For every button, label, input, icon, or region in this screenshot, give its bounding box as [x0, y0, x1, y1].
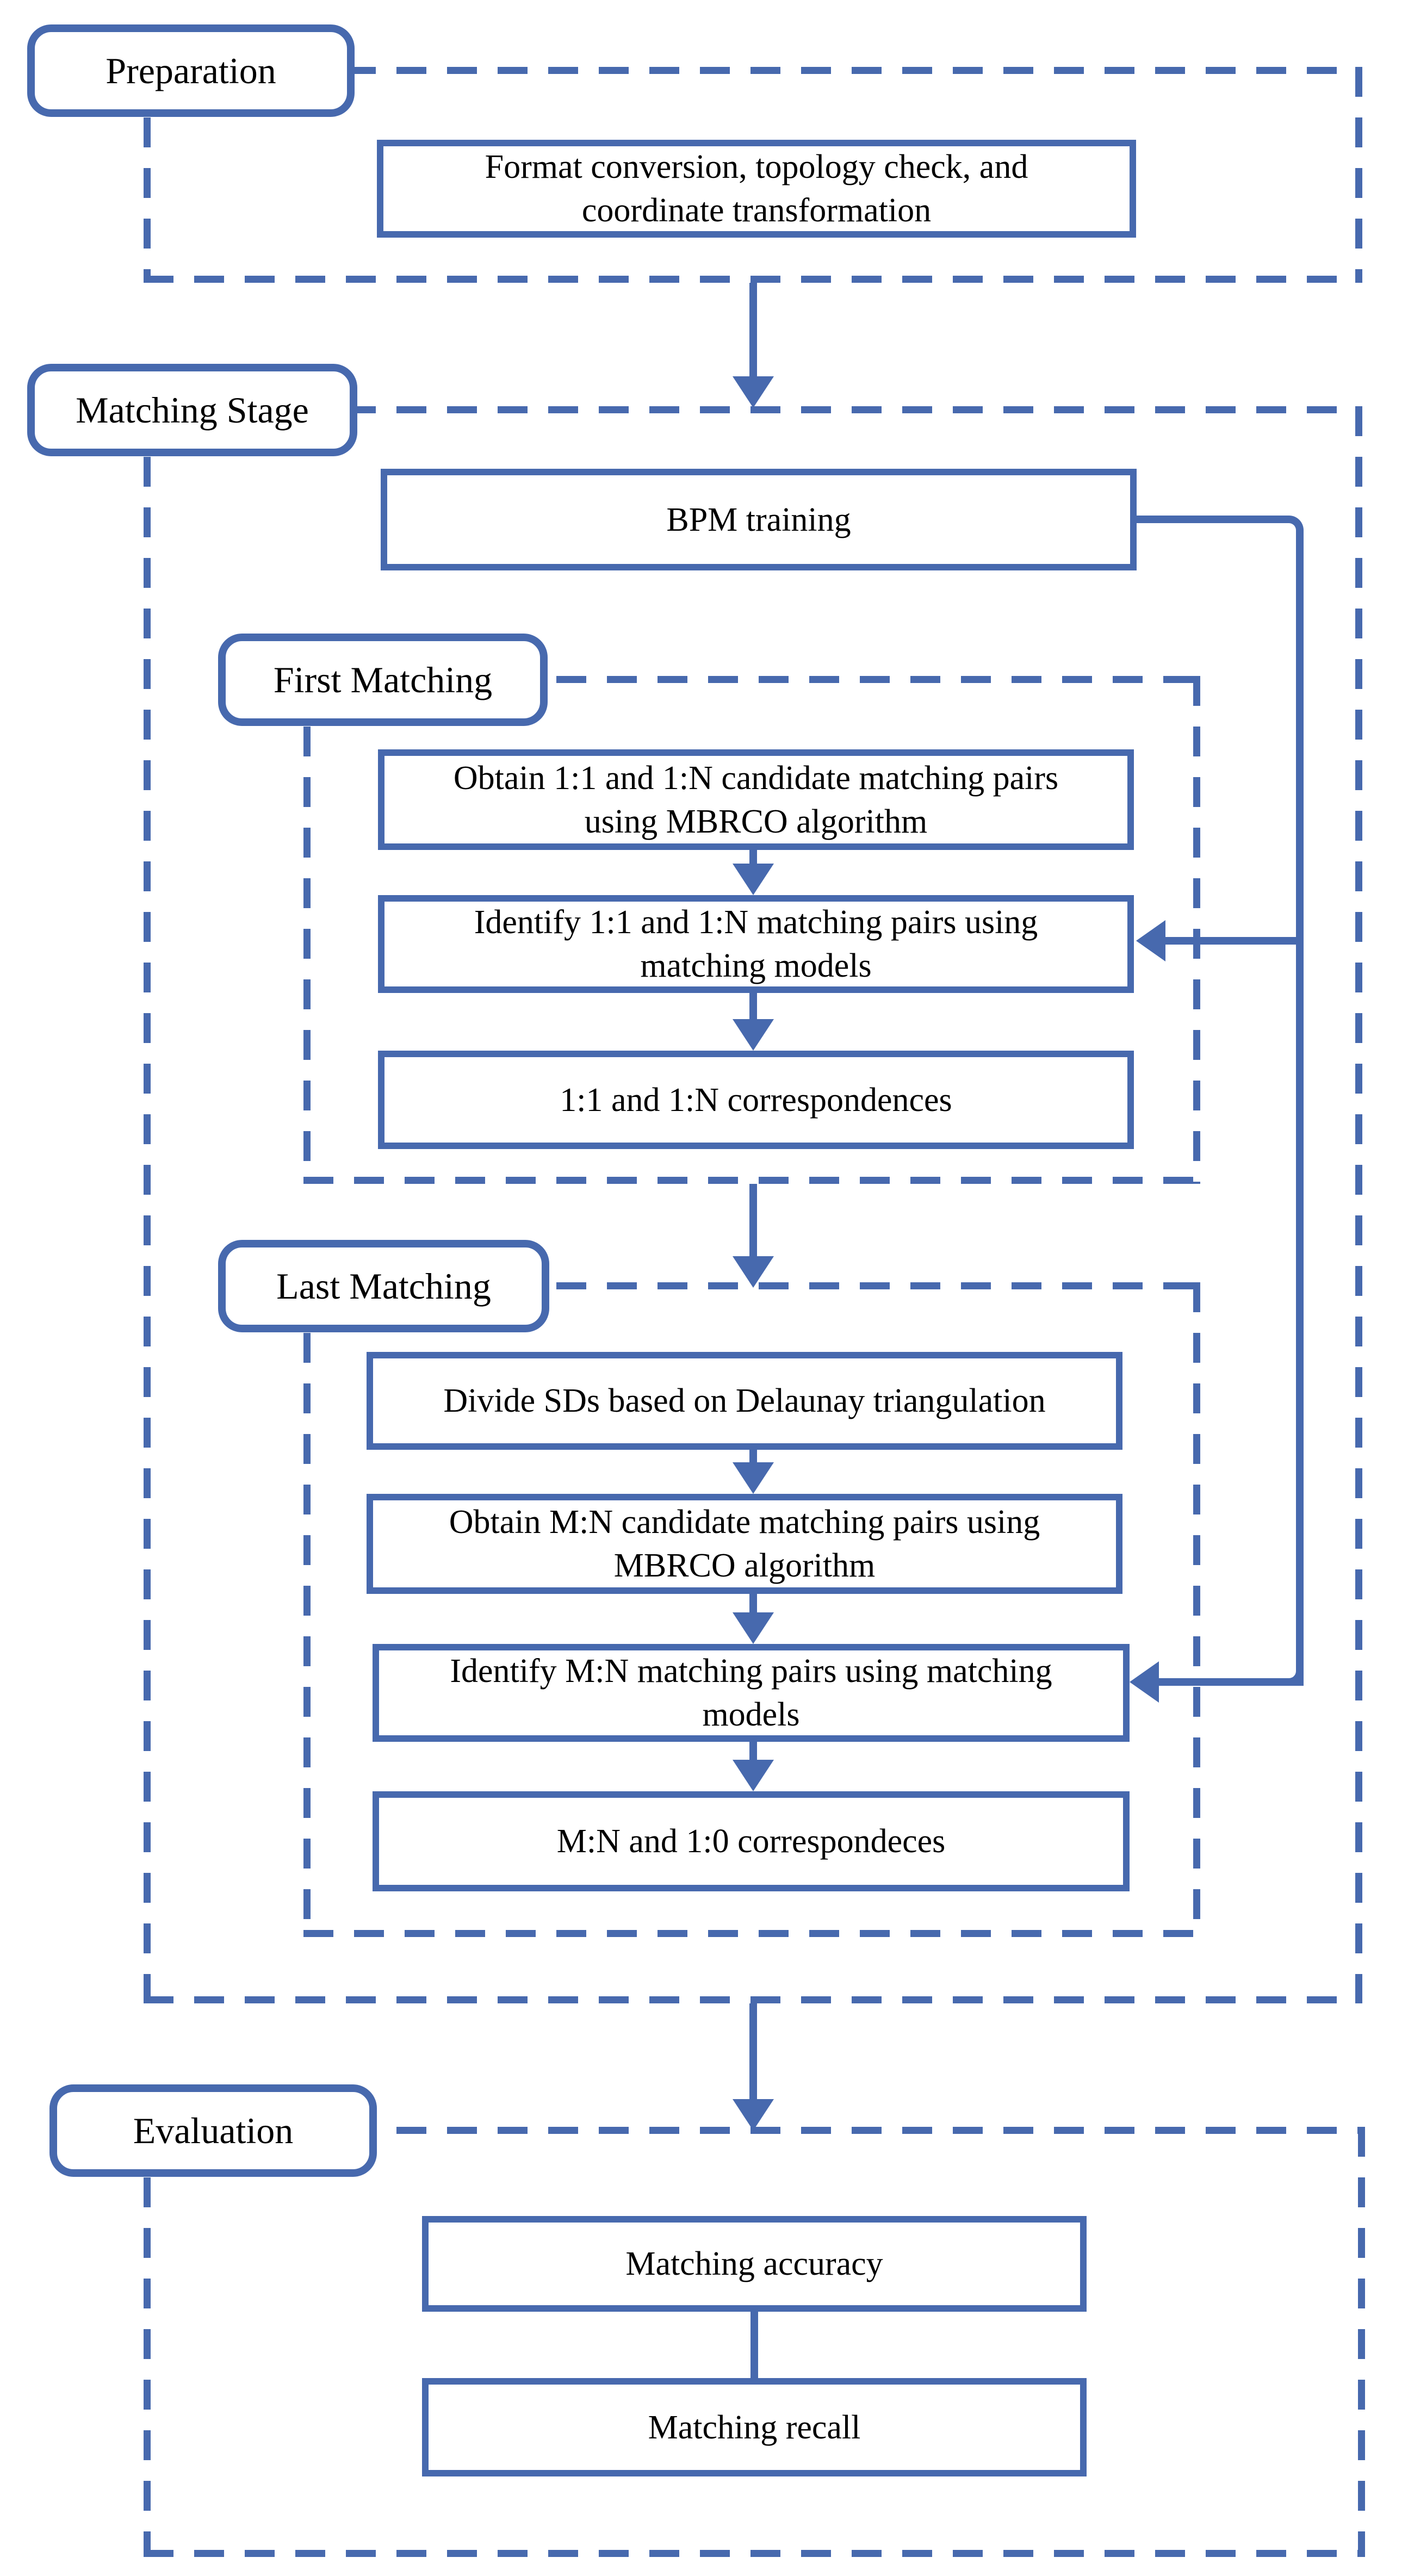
arrowhead-down-icon: [733, 1462, 774, 1494]
correspondences-mn-box: M:N and 1:0 correspondeces: [373, 1791, 1130, 1891]
stage-label-last-matching: Last Matching: [218, 1240, 549, 1332]
arrowhead-down-icon: [733, 1760, 774, 1791]
first-matching-container-left-border: [303, 676, 311, 1184]
last-matching-container-bottom-border: [303, 1930, 1200, 1937]
first-matching-container-bottom-border: [303, 1177, 1200, 1184]
stage-label-first-matching: First Matching: [218, 634, 548, 726]
feedback-line-top-corner: [1289, 516, 1304, 530]
preparation-container-left-border: [144, 67, 151, 283]
matching-stage-container-top-border: [144, 406, 1362, 413]
arrowhead-down-icon: [733, 376, 774, 408]
connector-first-to-last-matching: [749, 1184, 757, 1259]
stage-label-evaluation: Evaluation: [49, 2084, 377, 2177]
identify-11-1n-box: Identify 1:1 and 1:N matching pairs usin…: [378, 895, 1134, 993]
feedback-line-vertical: [1296, 530, 1304, 1686]
connector-obtain11-to-identify11: [749, 850, 757, 866]
arrowhead-down-icon: [733, 1256, 774, 1288]
connector-accuracy-to-recall: [750, 2312, 758, 2378]
connector-obtainMN-to-identifyMN: [749, 1594, 757, 1615]
correspondences-11-1n-box: 1:1 and 1:N correspondences: [378, 1051, 1134, 1149]
bpm-training-box: BPM training: [381, 469, 1137, 570]
connector-matching-to-evaluation: [749, 2003, 757, 2102]
preparation-container-right-border: [1355, 67, 1362, 283]
first-matching-container-right-border: [1193, 676, 1200, 1184]
matching-accuracy-box: Matching accuracy: [422, 2216, 1087, 2312]
connector-identify11-to-correspondences11: [749, 993, 757, 1022]
arrowhead-left-icon: [1130, 1661, 1159, 1703]
arrowhead-down-icon: [733, 1019, 774, 1051]
identify-mn-box: Identify M:N matching pairs using matchi…: [373, 1644, 1130, 1742]
connector-identifyMN-to-correspondencesMN: [749, 1742, 757, 1762]
format-conversion-box: Format conversion, topology check, and c…: [377, 140, 1136, 238]
evaluation-container-left-border: [144, 2127, 151, 2557]
preparation-container-bottom-border: [144, 276, 1362, 283]
arrowhead-left-icon: [1136, 920, 1165, 961]
matching-stage-container-left-border: [144, 406, 151, 2003]
matching-recall-box: Matching recall: [422, 2378, 1087, 2476]
feedback-branch-to-identify11: [1165, 937, 1304, 945]
stage-label-matching-stage: Matching Stage: [27, 364, 357, 456]
connector-preparation-to-matching: [749, 283, 757, 379]
divide-sds-box: Divide SDs based on Delaunay triangulati…: [367, 1352, 1122, 1450]
last-matching-container-right-border: [1193, 1282, 1200, 1937]
stage-label-preparation: Preparation: [27, 24, 355, 117]
evaluation-container-right-border: [1358, 2127, 1365, 2557]
preparation-container-top-border: [144, 67, 1362, 74]
arrowhead-down-icon: [733, 864, 774, 895]
feedback-branch-to-identifyMN: [1159, 1678, 1297, 1686]
last-matching-container-left-border: [303, 1282, 311, 1937]
matching-stage-container-right-border: [1355, 406, 1362, 2003]
arrowhead-down-icon: [733, 2099, 774, 2131]
matching-stage-container-bottom-border: [144, 1996, 1362, 2003]
feedback-line-from-bpm-horizontal: [1137, 516, 1289, 523]
arrowhead-down-icon: [733, 1612, 774, 1644]
obtain-11-1n-box: Obtain 1:1 and 1:N candidate matching pa…: [378, 749, 1134, 850]
obtain-mn-box: Obtain M:N candidate matching pairs usin…: [367, 1494, 1122, 1594]
connector-divide-to-obtainMN: [749, 1450, 757, 1465]
evaluation-container-bottom-border: [144, 2550, 1365, 2557]
